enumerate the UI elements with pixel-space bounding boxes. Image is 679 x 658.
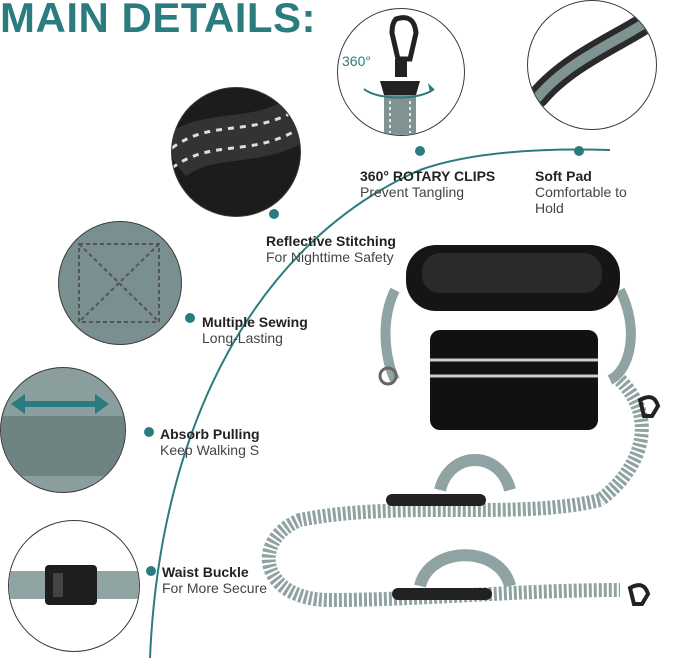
- reflective-strap-icon: [172, 97, 300, 178]
- multiple-sewing-detail: [58, 221, 182, 345]
- feature-title: Reflective Stitching: [266, 233, 396, 249]
- marker-dot: [574, 146, 584, 156]
- feature-subtitle: Prevent Tangling: [360, 184, 465, 200]
- marker-dot: [269, 209, 279, 219]
- page-title: MAIN DETAILS:: [0, 0, 317, 41]
- feature-multiple-sewing: Multiple Sewing Long-Lasting: [202, 314, 308, 346]
- feature-title: Multiple Sewing: [202, 314, 308, 330]
- feature-waist-buckle: Waist Buckle For More Secure: [162, 564, 267, 596]
- feature-title: Soft Pad: [535, 168, 592, 184]
- feature-absorb-pulling: Absorb Pulling Keep Walking S: [160, 426, 260, 458]
- soft-pad-detail: [527, 0, 657, 130]
- feature-title: Waist Buckle: [162, 564, 249, 580]
- feature-title: 360° ROTARY CLIPS: [360, 168, 496, 184]
- feature-rotary-clips: 360° ROTARY CLIPS Prevent Tangling: [360, 168, 495, 200]
- waist-buckle-detail: [8, 520, 140, 652]
- rotary-clip-detail: 360°: [337, 8, 465, 136]
- marker-dot: [415, 146, 425, 156]
- feature-soft-pad: Soft Pad Comfortable to Hold: [535, 168, 645, 216]
- stretch-arrow-icon: [1, 394, 125, 476]
- absorb-pulling-detail: [0, 367, 126, 493]
- pad-icon: [528, 10, 656, 108]
- feature-title: Absorb Pulling: [160, 426, 260, 442]
- rotation-label: 360°: [342, 53, 371, 69]
- marker-dot: [144, 427, 154, 437]
- feature-subtitle: Keep Walking S: [160, 442, 260, 458]
- feature-subtitle: For Nighttime Safety: [266, 249, 394, 265]
- feature-subtitle: Comfortable to Hold: [535, 184, 627, 216]
- feature-reflective-stitching: Reflective Stitching For Nighttime Safet…: [266, 233, 396, 265]
- feature-subtitle: For More Secure: [162, 580, 268, 596]
- buckle-icon: [9, 565, 139, 605]
- marker-dot: [146, 566, 156, 576]
- reflective-stitching-detail: [171, 87, 301, 217]
- pouch-bag: [430, 330, 598, 430]
- marker-dot: [185, 313, 195, 323]
- clip-icon: [363, 15, 435, 135]
- feature-subtitle: Long-Lasting: [202, 330, 283, 346]
- stitch-pattern-icon: [78, 243, 160, 323]
